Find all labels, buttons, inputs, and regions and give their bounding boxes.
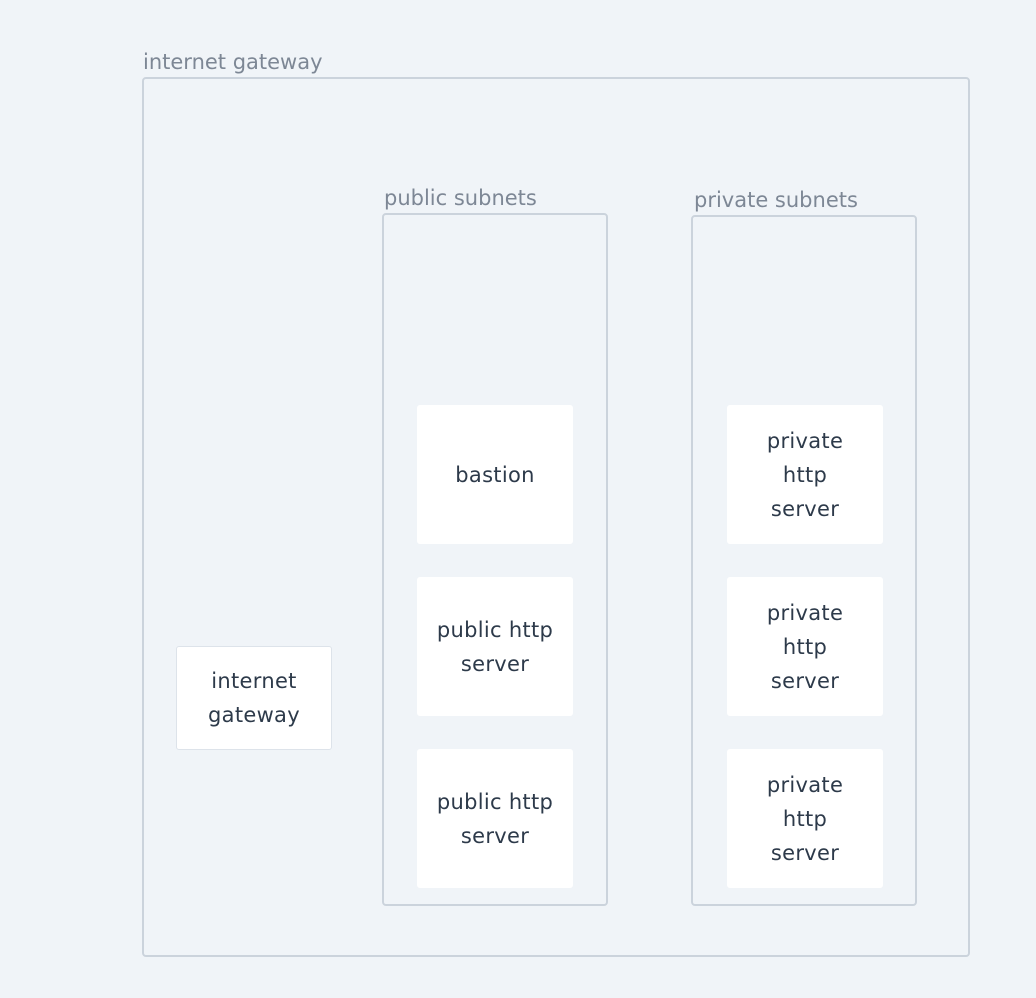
public-http-server-node-1[interactable]: public http server [417,577,573,716]
private-http-server-node-1[interactable]: private http server [727,405,883,544]
internet-gateway-node-label: internet gateway [208,669,300,727]
private-http-server-node-3[interactable]: private http server [727,749,883,888]
private-http-server-node-2-label: private http server [766,600,844,693]
bastion-node-label: bastion [455,462,535,487]
public-http-server-node-2-label: public http server [436,789,554,848]
public-http-server-node-2[interactable]: public http server [417,749,573,888]
internet-gateway-node[interactable]: internet gateway [176,646,332,750]
public-http-server-node-1-label: public http server [436,617,554,676]
bastion-node[interactable]: bastion [417,405,573,544]
public-subnets-label: public subnets [384,186,537,210]
outer-group-box[interactable] [142,77,970,957]
private-http-server-node-2[interactable]: private http server [727,577,883,716]
public-subnets-box[interactable] [382,213,608,906]
outer-group-label: internet gateway [143,50,323,74]
private-http-server-node-3-label: private http server [766,772,844,865]
private-subnets-box[interactable] [691,215,917,906]
private-subnets-label: private subnets [694,188,858,212]
private-http-server-node-1-label: private http server [766,428,844,521]
